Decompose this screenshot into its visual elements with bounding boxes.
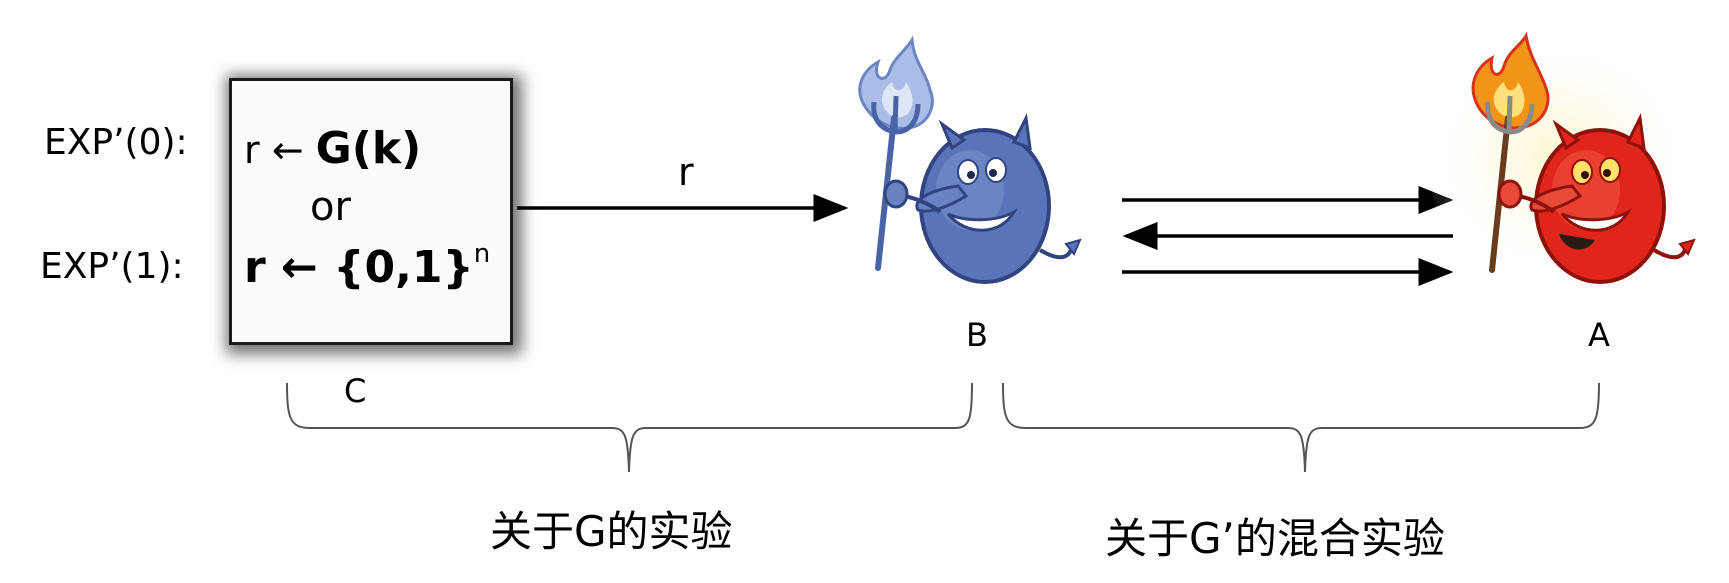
blue-devil-icon: [858, 35, 1082, 284]
challenger-box: r ← G(k) or r ← {0,1}n: [229, 78, 513, 345]
arrow-label-r: r: [678, 150, 694, 194]
brace-right: [1002, 382, 1600, 473]
exp0-label: EXP’(0):: [44, 122, 188, 163]
caption-right: 关于G’的混合实验: [1105, 514, 1445, 563]
red-devil-icon: [1430, 31, 1696, 290]
or-text: or: [310, 184, 351, 230]
exp1-formula-expr: r ← {0,1}: [244, 242, 474, 293]
caption-left: 关于G的实验: [490, 507, 733, 556]
exp1-formula: r ← {0,1}n: [244, 239, 490, 293]
node-label-a: A: [1588, 316, 1610, 354]
brace-left: [286, 382, 973, 473]
exp0-formula-expr: G(k): [315, 123, 422, 174]
node-label-c: C: [344, 372, 367, 410]
exp0-formula-prefix: r ←: [244, 128, 304, 172]
exp1-formula-superscript: n: [473, 239, 491, 269]
node-label-b: B: [966, 316, 988, 354]
exp0-formula: r ← G(k): [244, 123, 421, 174]
exp1-label: EXP’(1):: [40, 246, 184, 287]
